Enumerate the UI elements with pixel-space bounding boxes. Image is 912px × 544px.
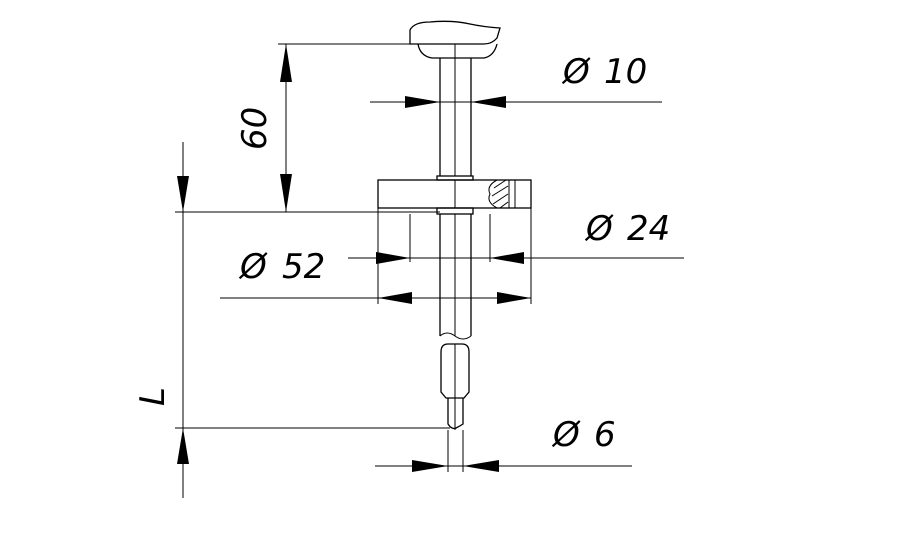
dimension-diameter-6-symbol: Ø [551,415,581,455]
dimension-diameter-10-symbol: Ø [561,52,591,92]
lower-collar [436,207,474,215]
dimension-length-60: 60 [175,43,440,213]
dimension-diameter-24: Ø 24 [348,209,684,264]
dimension-diameter-24-symbol: Ø [584,209,614,249]
shaft-break-line [439,332,472,340]
dimension-diameter-24-value: 24 [627,209,670,249]
flange-section-cut [488,179,498,209]
top-handle-underside [417,43,498,59]
shaft-assembly [377,20,532,430]
dimension-diameter-52-symbol: Ø [238,247,268,287]
dimension-length-L: L [133,142,450,498]
dimension-diameter-6: Ø 6 [375,415,632,472]
dimension-diameter-52-value: 52 [282,247,325,287]
top-handle [409,20,501,45]
pin-tip [447,398,464,430]
dimension-diameter-52: Ø 52 [220,208,532,304]
dimension-diameter-10-value: 10 [604,52,647,92]
lower-pin [440,343,470,399]
dimension-diameter-6-value: 6 [594,415,616,455]
dimension-diameter-10: Ø 10 [370,52,662,108]
dimension-length-L-value: L [133,387,173,406]
dimension-length-60-value: 60 [235,107,275,150]
